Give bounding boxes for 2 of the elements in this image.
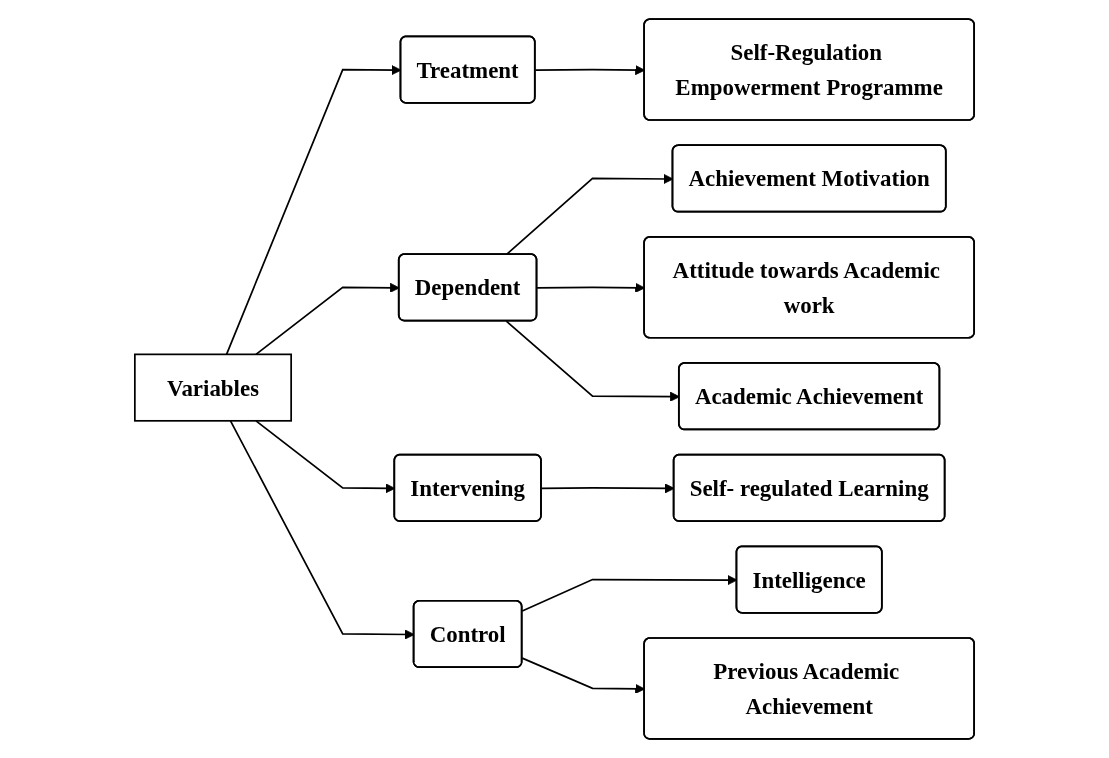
node-box <box>134 353 292 422</box>
variables-diagram: Variables Treatment Self-Regulation Empowerment Programme Dependent Achievement Motivation Attitude towards Academic work Academic Achievement Intervening Self- regulated Learning Control Intelligence Previous Academic Achievement <box>10 10 1099 748</box>
